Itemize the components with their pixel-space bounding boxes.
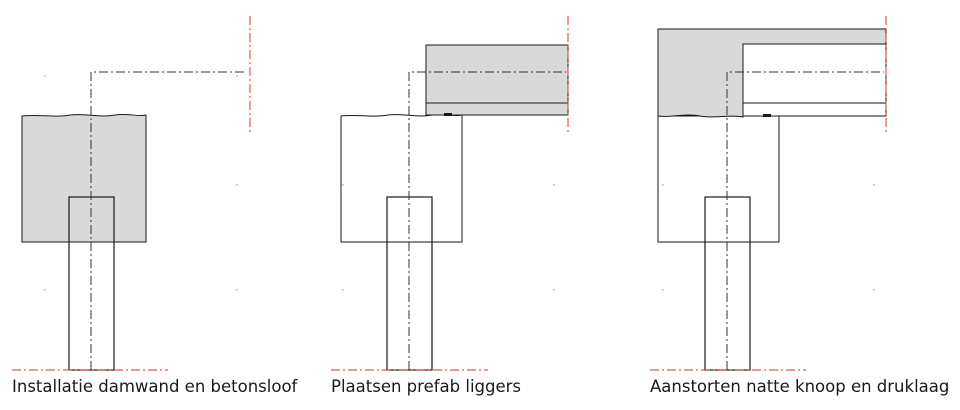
stage-1-caption: Installatie damwand en betonsloof [12, 377, 298, 396]
axis-line [90, 71, 246, 370]
concrete-beam [340, 113, 463, 243]
grid-dots [342, 184, 555, 291]
grid-dots [662, 184, 875, 291]
stage-2-caption: Plaatsen prefab liggers [331, 377, 522, 396]
prefab-girder [425, 44, 569, 116]
stage-3-drawing [650, 16, 887, 371]
wet-joint-and-topping [657, 28, 887, 118]
bearing-pad [444, 113, 452, 116]
bearing-pad [763, 114, 771, 117]
stage-1-drawing [12, 16, 251, 371]
prefab-girder [742, 43, 887, 117]
stage-3-caption: Aanstorten natte knoop en druklaag [650, 377, 950, 396]
stage-2-drawing [331, 16, 569, 371]
axis-line [726, 71, 884, 370]
axis-line [408, 71, 566, 370]
concrete-beam [21, 113, 147, 243]
concrete-beam [657, 115, 780, 243]
